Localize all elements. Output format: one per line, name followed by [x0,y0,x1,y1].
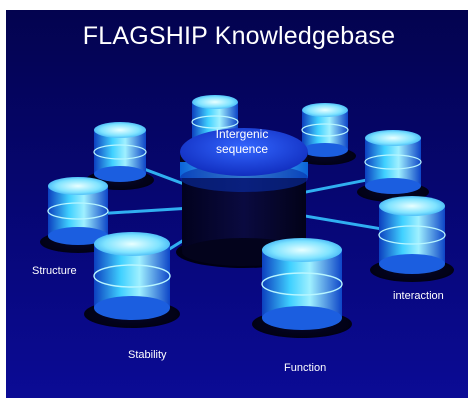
database-cylinder [357,130,429,202]
database-cylinder-function [252,238,352,338]
label-stability: Stability [128,349,167,361]
label-structure: Structure [32,265,77,277]
database-cylinder [86,122,154,190]
label-function: Function [284,362,327,374]
hub-label-line1: Intergenic [215,127,269,141]
database-cylinder-stability [84,232,180,328]
page-title: FLAGSHIP Knowledgebase [82,22,396,50]
database-cylinder-interaction [370,196,454,282]
database-cylinder [294,103,356,165]
hub-label-line2: sequence [215,142,269,156]
hub-label: Intergenic sequence [182,127,302,157]
label-interaction: interaction [393,290,444,302]
